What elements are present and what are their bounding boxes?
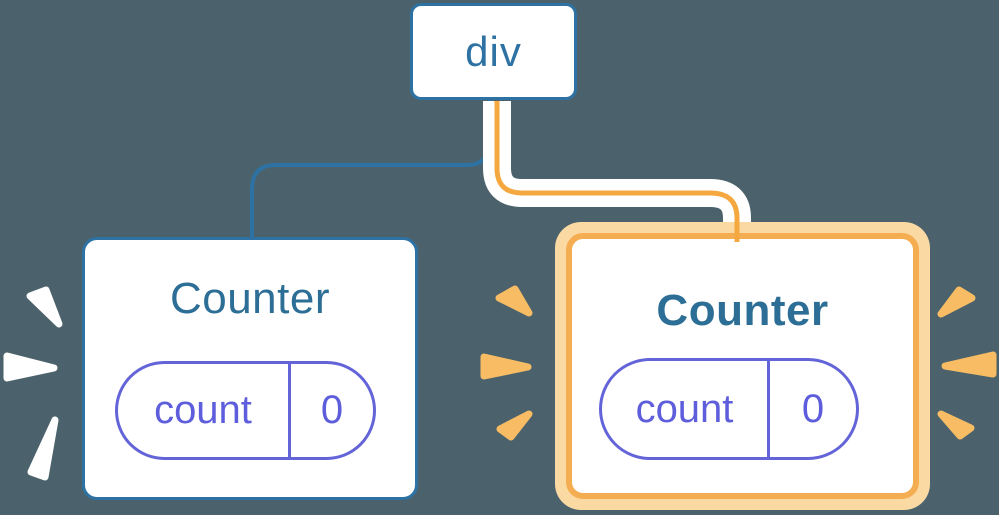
state-pill-right: count 0: [599, 358, 859, 460]
state-pill-left: count 0: [115, 361, 376, 460]
state-value: 0: [320, 388, 344, 432]
counter-card-right: Counter count 0: [566, 233, 919, 499]
render-burst-ray-icon: [495, 285, 533, 317]
state-value: 0: [801, 386, 825, 431]
connector-div-to-left-counter: [250, 100, 492, 239]
counter-title-left: Counter: [169, 274, 331, 323]
render-burst-ray-icon: [3, 352, 58, 382]
connector-highlight-casing: [483, 101, 751, 222]
render-burst-ray-icon: [937, 410, 975, 440]
counter-title-right: Counter: [656, 286, 829, 335]
render-burst-ray-icon: [937, 286, 976, 318]
render-burst-ray-icon: [26, 286, 63, 328]
div-node-label: div: [465, 27, 522, 75]
state-name-label: count: [602, 361, 770, 457]
state-name-label: count: [118, 364, 291, 457]
render-burst-ray-icon: [496, 410, 533, 441]
counter-card-left: Counter count 0: [82, 237, 418, 500]
connector-div-to-right-counter: [494, 101, 740, 242]
render-burst-ray-icon: [941, 351, 997, 378]
counter-card-right-highlight-ring: Counter count 0: [555, 222, 930, 510]
render-burst-ray-icon: [27, 416, 59, 481]
tree-node-div: div: [410, 3, 577, 100]
render-burst-ray-icon: [480, 353, 532, 380]
render-burst-left-counter: [3, 286, 63, 481]
